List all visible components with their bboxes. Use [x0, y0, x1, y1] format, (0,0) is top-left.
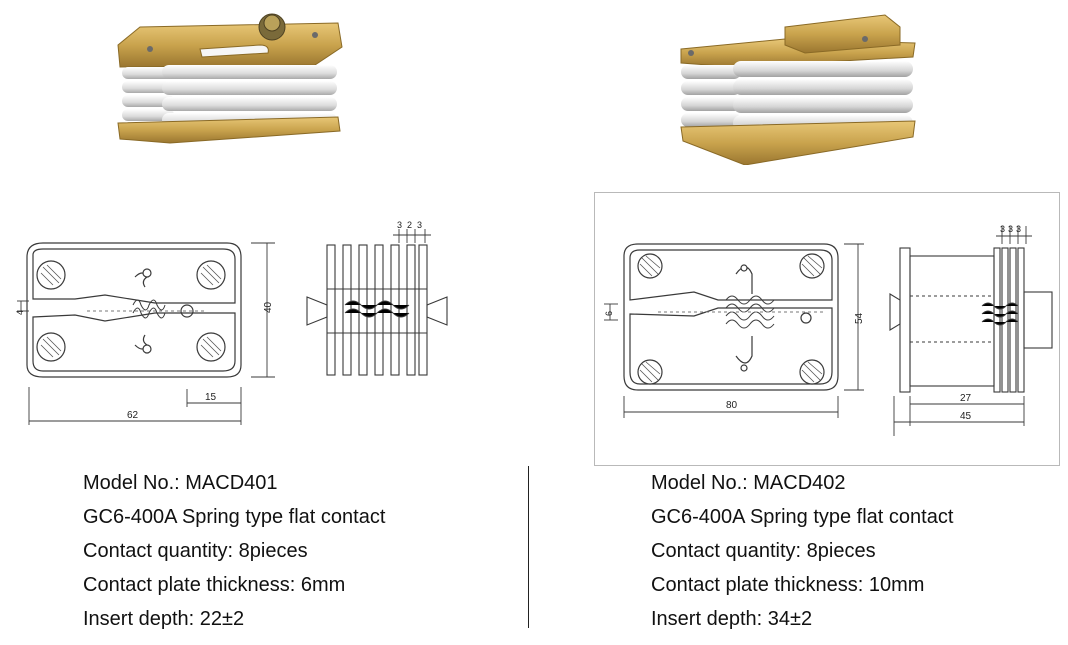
dim-height-label: 40	[263, 301, 274, 313]
dim-c-label: 3	[417, 220, 422, 230]
model-number: Model No.: MACD402	[651, 472, 846, 494]
technical-drawing-macd401: 40 4 62 15 3 2 3	[15, 220, 448, 425]
dim-width-label: 62	[127, 410, 139, 421]
column-divider	[528, 466, 529, 628]
dim2-c-label: 3	[1016, 224, 1021, 234]
dim-gap-label: 4	[15, 310, 25, 315]
product-photo-macd402	[680, 14, 916, 165]
contact-quantity: Contact quantity: 8pieces	[651, 540, 876, 562]
dim2-insert-label: 27	[960, 393, 972, 404]
dim-insert-label: 15	[205, 392, 217, 403]
dim-b-label: 2	[407, 220, 412, 230]
plate-thickness: Contact plate thickness: 10mm	[651, 574, 925, 596]
dim2-b-label: 3	[1008, 224, 1013, 234]
dim2-height-label: 54	[854, 312, 865, 324]
contact-quantity: Contact quantity: 8pieces	[83, 540, 308, 562]
dim-a-label: 3	[397, 220, 402, 230]
dim2-width-label: 80	[726, 400, 738, 411]
product-name: GC6-400A Spring type flat contact	[83, 506, 386, 528]
model-number: Model No.: MACD401	[83, 472, 278, 494]
dim2-a-label: 3	[1000, 224, 1005, 234]
product-photo-macd401	[117, 13, 343, 144]
specs-macd401: Model No.: MACD401 GC6-400A Spring type …	[83, 466, 385, 636]
product-name: GC6-400A Spring type flat contact	[651, 506, 954, 528]
dim2-depth-label: 45	[960, 411, 972, 422]
specs-macd402: Model No.: MACD402 GC6-400A Spring type …	[651, 466, 953, 636]
insert-depth: Insert depth: 22±2	[83, 608, 245, 630]
technical-drawing-macd402: 54 6 80 3 3 3 27 45	[604, 224, 1053, 436]
plate-thickness: Contact plate thickness: 6mm	[83, 574, 346, 596]
drawing-frame-macd402	[594, 192, 1060, 466]
dim2-gap-label: 6	[604, 311, 614, 316]
insert-depth: Insert depth: 34±2	[651, 608, 813, 630]
